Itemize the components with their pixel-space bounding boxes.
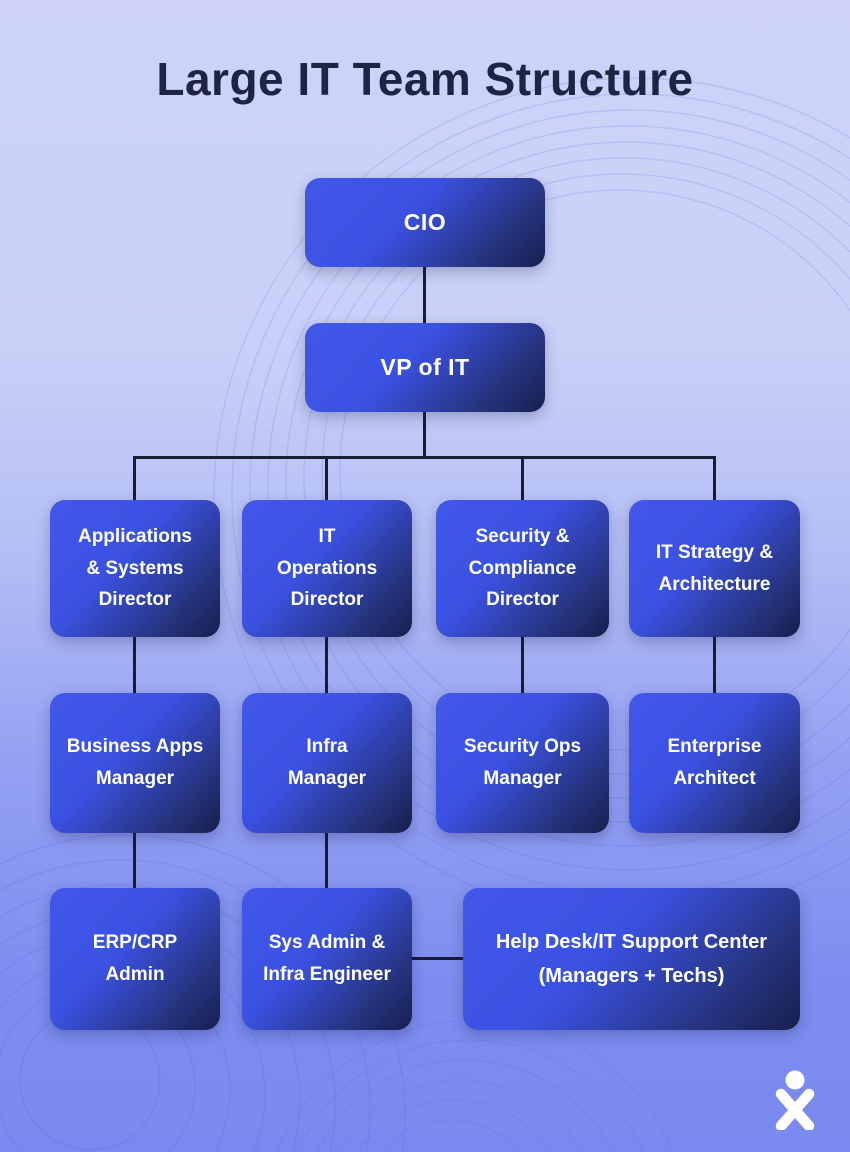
org-node-vp-of-it: VP of IT bbox=[305, 323, 545, 412]
org-node-label: Enterprise Architect bbox=[667, 736, 762, 789]
connector-drop-director-2 bbox=[325, 456, 328, 500]
org-node-erp-crp-admin: ERP/CRP Admin bbox=[50, 888, 220, 1030]
org-node-vp-label: VP of IT bbox=[380, 354, 470, 380]
org-node-label: Sys Admin & Infra Engineer bbox=[263, 932, 391, 985]
org-node-label: Help Desk/IT Support Center (Managers + … bbox=[495, 931, 768, 987]
connector-director-manager-1 bbox=[133, 637, 136, 693]
page-title: Large IT Team Structure bbox=[156, 53, 694, 105]
person-x-logo-icon bbox=[775, 1070, 815, 1130]
org-node-label: Applications & Systems Director bbox=[77, 525, 192, 611]
org-node-enterprise-architect: Enterprise Architect bbox=[629, 693, 800, 833]
org-node-label: Infra Manager bbox=[287, 736, 367, 789]
org-node-cio-label: CIO bbox=[403, 209, 447, 235]
connector-director-manager-3 bbox=[521, 637, 524, 693]
org-node-cio: CIO bbox=[305, 178, 545, 267]
org-node-it-strategy-architecture: IT Strategy & Architecture bbox=[629, 500, 800, 637]
connector-drop-director-4 bbox=[713, 456, 716, 500]
connector-director-manager-2 bbox=[325, 637, 328, 693]
connector-staff-helpdesk bbox=[412, 957, 463, 960]
connector-vp-bus bbox=[423, 412, 426, 456]
org-node-sys-admin-infra-engineer: Sys Admin & Infra Engineer bbox=[242, 888, 412, 1030]
connector-drop-director-3 bbox=[521, 456, 524, 500]
connector-manager-staff-1 bbox=[133, 833, 136, 888]
org-node-help-desk-support-center: Help Desk/IT Support Center (Managers + … bbox=[463, 888, 800, 1030]
org-node-label: ERP/CRP Admin bbox=[92, 932, 178, 985]
org-node-label: IT Operations Director bbox=[276, 525, 378, 611]
connector-cio-vp bbox=[423, 267, 426, 323]
org-node-business-apps-manager: Business Apps Manager bbox=[50, 693, 220, 833]
connector-director-bus bbox=[133, 456, 716, 459]
org-node-infra-manager: Infra Manager bbox=[242, 693, 412, 833]
connector-director-manager-4 bbox=[713, 637, 716, 693]
org-node-label: Security Ops Manager bbox=[463, 736, 582, 789]
org-node-label: IT Strategy & Architecture bbox=[655, 541, 774, 595]
connector-drop-director-1 bbox=[133, 456, 136, 500]
org-node-security-compliance-director: Security & Compliance Director bbox=[436, 500, 609, 637]
connector-manager-staff-2 bbox=[325, 833, 328, 888]
org-node-applications-systems-director: Applications & Systems Director bbox=[50, 500, 220, 637]
org-node-security-ops-manager: Security Ops Manager bbox=[436, 693, 609, 833]
org-node-label: Business Apps Manager bbox=[66, 736, 204, 789]
org-node-it-operations-director: IT Operations Director bbox=[242, 500, 412, 637]
org-node-label: Security & Compliance Director bbox=[468, 525, 577, 611]
